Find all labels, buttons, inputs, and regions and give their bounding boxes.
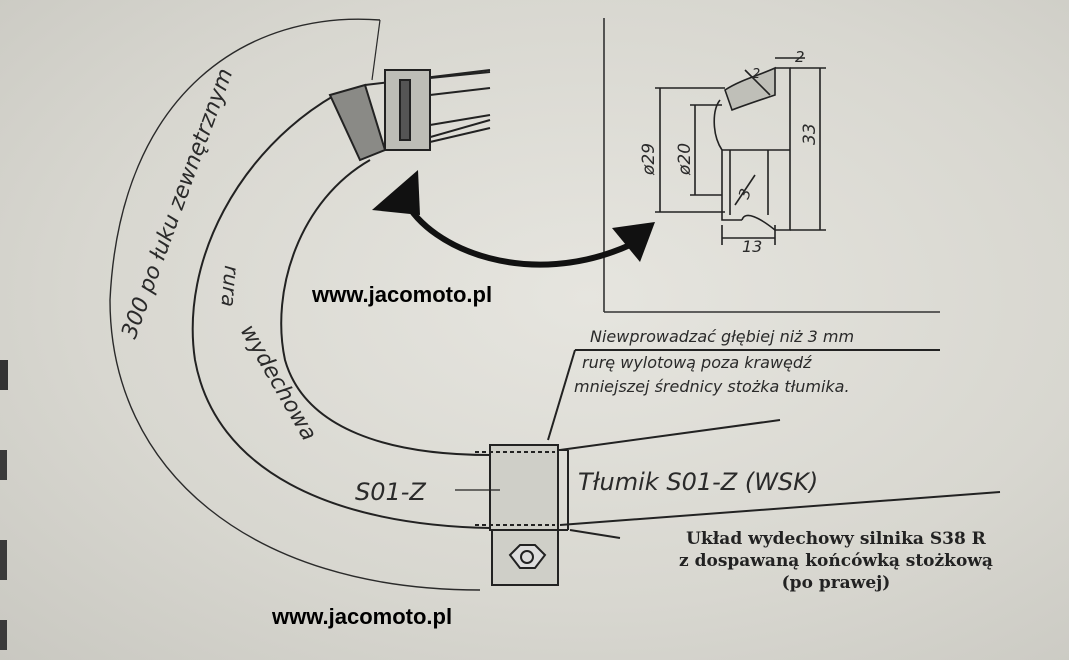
arc-dimension-line bbox=[109, 18, 481, 591]
pipe-label-wydechowa: wydechowa bbox=[235, 321, 321, 446]
detail-arrow bbox=[372, 170, 655, 268]
pipe-part-code: S01-Z bbox=[355, 478, 426, 506]
caption: Układ wydechowy silnika S38 R z dospawan… bbox=[626, 528, 1046, 594]
margin-mark bbox=[0, 620, 7, 650]
dim-height: 33 bbox=[800, 123, 820, 145]
note-line-1: Niewprowadzać głębiej niż 3 mm bbox=[590, 327, 854, 346]
note-line-2: rurę wylotową poza krawędź bbox=[582, 353, 812, 372]
caption-line-3: (po prawej) bbox=[781, 573, 891, 593]
exhaust-pipe bbox=[191, 94, 491, 529]
margin-mark bbox=[0, 450, 7, 480]
dim-gap: 3 bbox=[735, 186, 755, 201]
margin-mark bbox=[0, 360, 8, 390]
note-line-3: mniejszej średnicy stożka tłumika. bbox=[574, 377, 850, 396]
cone-detail bbox=[655, 57, 826, 245]
muffler-label: Tłumik S01-Z (WSK) bbox=[578, 468, 818, 496]
caption-line-2: z dospawaną końcówką stożkową bbox=[679, 551, 993, 571]
pipe-label-rura: rura bbox=[216, 265, 244, 308]
dim-width: 13 bbox=[742, 237, 762, 256]
dim-chamfer: 2 bbox=[752, 67, 760, 82]
detail-frame bbox=[603, 18, 940, 313]
dim-inner-diameter: ø20 bbox=[675, 143, 695, 176]
pipe-flange bbox=[328, 69, 491, 162]
muffler-clamp bbox=[475, 349, 1001, 586]
margin-mark bbox=[0, 540, 7, 580]
dim-top: 2 bbox=[795, 48, 805, 66]
caption-line-1: Układ wydechowy silnika S38 R bbox=[686, 529, 986, 549]
watermark-bottom: www.jacomoto.pl bbox=[272, 604, 453, 629]
dim-outer-diameter: ø29 bbox=[639, 143, 659, 176]
watermark-top: www.jacomoto.pl bbox=[312, 282, 493, 307]
